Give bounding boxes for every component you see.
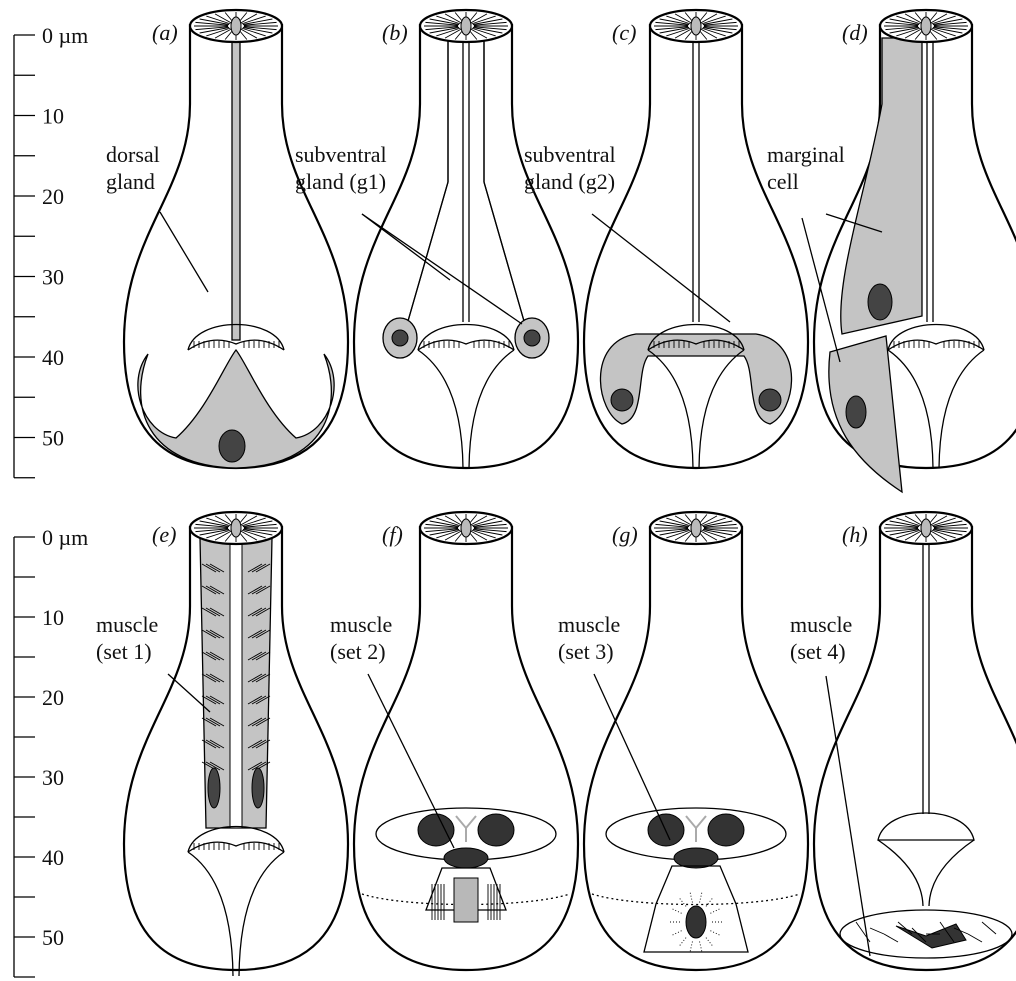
scale-bar-top: 0 µm 10 20 30 40 50 — [14, 23, 88, 478]
scale-tick-label: 40 — [42, 345, 64, 370]
annotation-text: (set 2) — [330, 639, 386, 664]
scale-tick-label: 10 — [42, 104, 64, 129]
annotation-text: (set 3) — [558, 639, 614, 664]
panel-e: (e) muscle(set 1) — [96, 512, 348, 976]
annotation-text: gland (g2) — [524, 169, 615, 194]
pharynx-outline — [584, 526, 808, 970]
panel-label: (h) — [842, 522, 868, 547]
scale-tick-label: 20 — [42, 685, 64, 710]
pharynx-outline — [814, 526, 1016, 970]
scale-tick-label: 50 — [42, 426, 64, 451]
scale-bars: 0 µm 10 20 30 40 50 0 µm 10 20 30 40 50 — [14, 23, 88, 977]
annotation-text: cell — [767, 169, 799, 194]
annotation-text: (set 4) — [790, 639, 846, 664]
annotation-text: muscle — [790, 612, 852, 637]
panel-label: (c) — [612, 20, 636, 45]
scale-tick-label: 30 — [42, 765, 64, 790]
pharynx-outline — [354, 24, 578, 468]
panel-label: (a) — [152, 20, 178, 45]
annotation-text: subventral — [524, 142, 616, 167]
panel-label: (d) — [842, 20, 868, 45]
nucleus — [219, 430, 245, 462]
panel-label: (e) — [152, 522, 176, 547]
panel-h: (h) muscle(set 4) — [790, 512, 1016, 970]
scale-tick-label: 50 — [42, 925, 64, 950]
scale-zero-label: 0 µm — [42, 525, 88, 550]
annotation-text: gland (g1) — [295, 169, 386, 194]
scale-zero-label: 0 µm — [42, 23, 88, 48]
scale-tick-label: 30 — [42, 265, 64, 290]
scale-tick-label: 10 — [42, 605, 64, 630]
scale-bar-bottom: 0 µm 10 20 30 40 50 — [14, 525, 88, 977]
annotation-text: muscle — [558, 612, 620, 637]
scale-tick-label: 20 — [42, 184, 64, 209]
annotation-text: marginal — [767, 142, 845, 167]
scale-tick-label: 40 — [42, 845, 64, 870]
panel-g: (g) muscle(set 3) — [558, 512, 808, 970]
annotation-text: subventral — [295, 142, 387, 167]
panel-label: (g) — [612, 522, 638, 547]
panel-label: (b) — [382, 20, 408, 45]
annotation-text: dorsal — [106, 142, 160, 167]
annotation-text: muscle — [330, 612, 392, 637]
panel-f: (f) muscle(set 2) — [330, 512, 578, 970]
annotation-text: gland — [106, 169, 155, 194]
panel-label: (f) — [382, 522, 403, 547]
annotation-text: (set 1) — [96, 639, 152, 664]
annotation-text: muscle — [96, 612, 158, 637]
